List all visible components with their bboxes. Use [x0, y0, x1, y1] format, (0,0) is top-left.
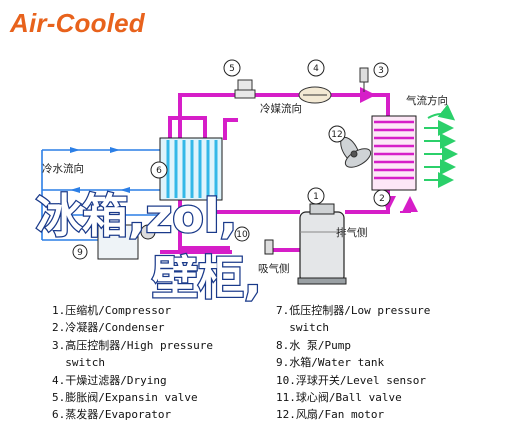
- svg-text:3: 3: [378, 66, 384, 76]
- legend-item-water-tank: 9.水箱/Water tank: [276, 356, 385, 370]
- air-flow-direction-label: 气流方向: [406, 94, 448, 107]
- legend-item-low-pressure-cont: switch: [276, 321, 329, 335]
- svg-text:2: 2: [379, 194, 385, 204]
- svg-text:5: 5: [229, 64, 235, 74]
- number-9-marker: 9: [72, 244, 88, 260]
- refrigerant-flow-label: 冷媒流向: [260, 102, 302, 115]
- svg-text:12: 12: [331, 130, 342, 140]
- number-6-marker: 6: [150, 161, 168, 179]
- dryer-filter-icon: [298, 86, 332, 104]
- number-10-marker: 10: [234, 226, 250, 242]
- svg-text:9: 9: [77, 248, 83, 258]
- component-numbers: 5 4 3 12 6 2 1 9 10: [72, 59, 391, 260]
- legend-item-high-pressure-cont: switch: [52, 356, 105, 370]
- water-tank-icon: [97, 224, 139, 260]
- evaporator-coil: [159, 137, 223, 201]
- legend-item-fan-motor: 12.风扇/Fan motor: [276, 408, 385, 422]
- svg-text:1: 1: [313, 192, 319, 202]
- legend-item-drying: 4.干燥过滤器/Drying: [52, 373, 167, 387]
- svg-text:10: 10: [236, 230, 248, 240]
- condenser-coil: [371, 115, 417, 191]
- legend-item-ball-valve: 11.球心阀/Ball valve: [276, 391, 402, 405]
- legend-item-pump: 8.水 泵/Pump: [276, 338, 351, 352]
- svg-text:6: 6: [156, 166, 162, 176]
- water-flow-arrows: [70, 147, 130, 193]
- legend-item-condenser: 2.冷凝器/Condenser: [52, 321, 165, 335]
- number-3-marker: 3: [373, 62, 389, 78]
- water-flow-label: 冷水流向: [42, 162, 84, 175]
- expansion-valve-icon: [234, 79, 256, 99]
- high-pressure-switch-icon: [359, 67, 369, 92]
- pump-icon: [140, 224, 156, 240]
- number-4-marker: 4: [307, 59, 325, 77]
- number-5-marker: 5: [223, 59, 241, 77]
- brand-title: Air-Cooled: [10, 8, 145, 38]
- discharge-side-label: 排气侧: [336, 226, 368, 239]
- number-2-marker: 2: [373, 189, 391, 207]
- legend-item-expansion-valve: 5.膨胀阀/Expansin valve: [52, 391, 198, 405]
- legend-right: 7.低压控制器/Low pressure switch 8.水 泵/Pump 9…: [276, 302, 430, 424]
- number-1-marker: 1: [307, 187, 325, 205]
- number-12-marker: 12: [328, 125, 346, 143]
- watermark-line-2: 壁柜,: [152, 251, 261, 305]
- low-pressure-switch-icon: [264, 239, 274, 255]
- air-flow-arrows: [424, 104, 458, 188]
- watermark-line-1: 冰箱,zol,: [36, 189, 237, 243]
- legend-item-high-pressure: 3.高压控制器/High pressure: [52, 338, 213, 352]
- water-line: [41, 149, 165, 241]
- legend-left: 1.压缩机/Compressor 2.冷凝器/Condenser 3.高压控制器…: [52, 302, 213, 424]
- svg-text:4: 4: [313, 64, 319, 74]
- legend-item-compressor: 1.压缩机/Compressor: [52, 304, 172, 317]
- legend-item-low-pressure: 7.低压控制器/Low pressure: [276, 304, 431, 317]
- legend-item-level-sensor: 10.浮球开关/Level sensor: [276, 373, 426, 387]
- compressor-icon: [297, 203, 347, 285]
- suction-side-label: 吸气侧: [258, 262, 290, 275]
- legend-item-evaporator: 6.蒸发器/Evaporator: [52, 408, 172, 422]
